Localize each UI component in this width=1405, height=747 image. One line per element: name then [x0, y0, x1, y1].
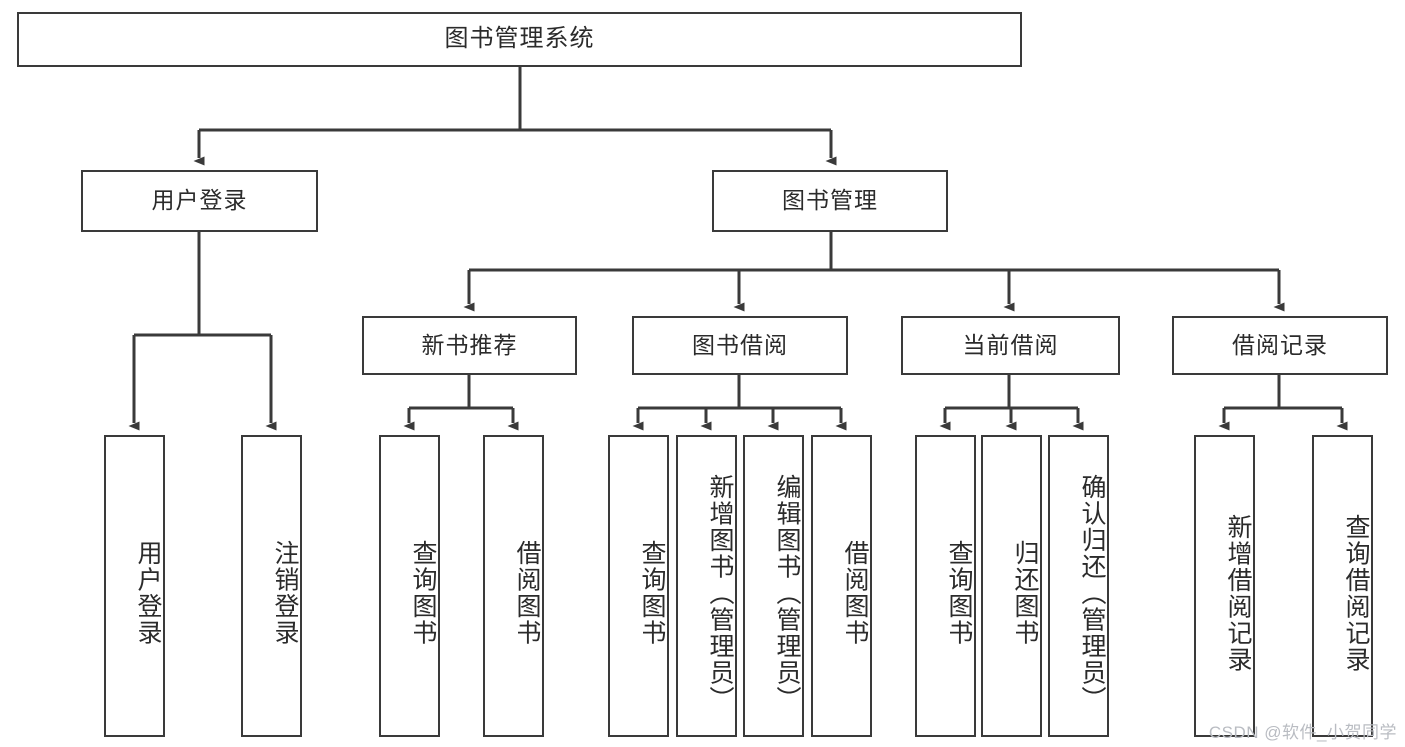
leaf-query-book-recommend[interactable]: 查询图书 [379, 435, 440, 737]
node-root-system[interactable]: 图书管理系统 [17, 12, 1022, 67]
leaf-edit-book-admin[interactable]: 编辑图书（管理员） [743, 435, 804, 737]
node-new-book-recommend[interactable]: 新书推荐 [362, 316, 577, 375]
leaf-add-book-admin[interactable]: 新增图书（管理员） [676, 435, 737, 737]
leaf-borrow-book-borrow[interactable]: 借阅图书 [811, 435, 872, 737]
leaf-query-book-current[interactable]: 查询图书 [915, 435, 976, 737]
node-current-borrow[interactable]: 当前借阅 [901, 316, 1120, 375]
leaf-query-book-borrow[interactable]: 查询图书 [608, 435, 669, 737]
leaf-user-login[interactable]: 用户登录 [104, 435, 165, 737]
leaf-logout-login[interactable]: 注销登录 [241, 435, 302, 737]
leaf-confirm-return-admin[interactable]: 确认归还（管理员） [1048, 435, 1109, 737]
leaf-query-borrow-record[interactable]: 查询借阅记录 [1312, 435, 1373, 737]
leaf-add-borrow-record[interactable]: 新增借阅记录 [1194, 435, 1255, 737]
leaf-return-book[interactable]: 归还图书 [981, 435, 1042, 737]
node-user-login[interactable]: 用户登录 [81, 170, 318, 232]
node-book-manage[interactable]: 图书管理 [712, 170, 948, 232]
node-book-borrow[interactable]: 图书借阅 [632, 316, 848, 375]
leaf-borrow-book-recommend[interactable]: 借阅图书 [483, 435, 544, 737]
node-borrow-record[interactable]: 借阅记录 [1172, 316, 1388, 375]
